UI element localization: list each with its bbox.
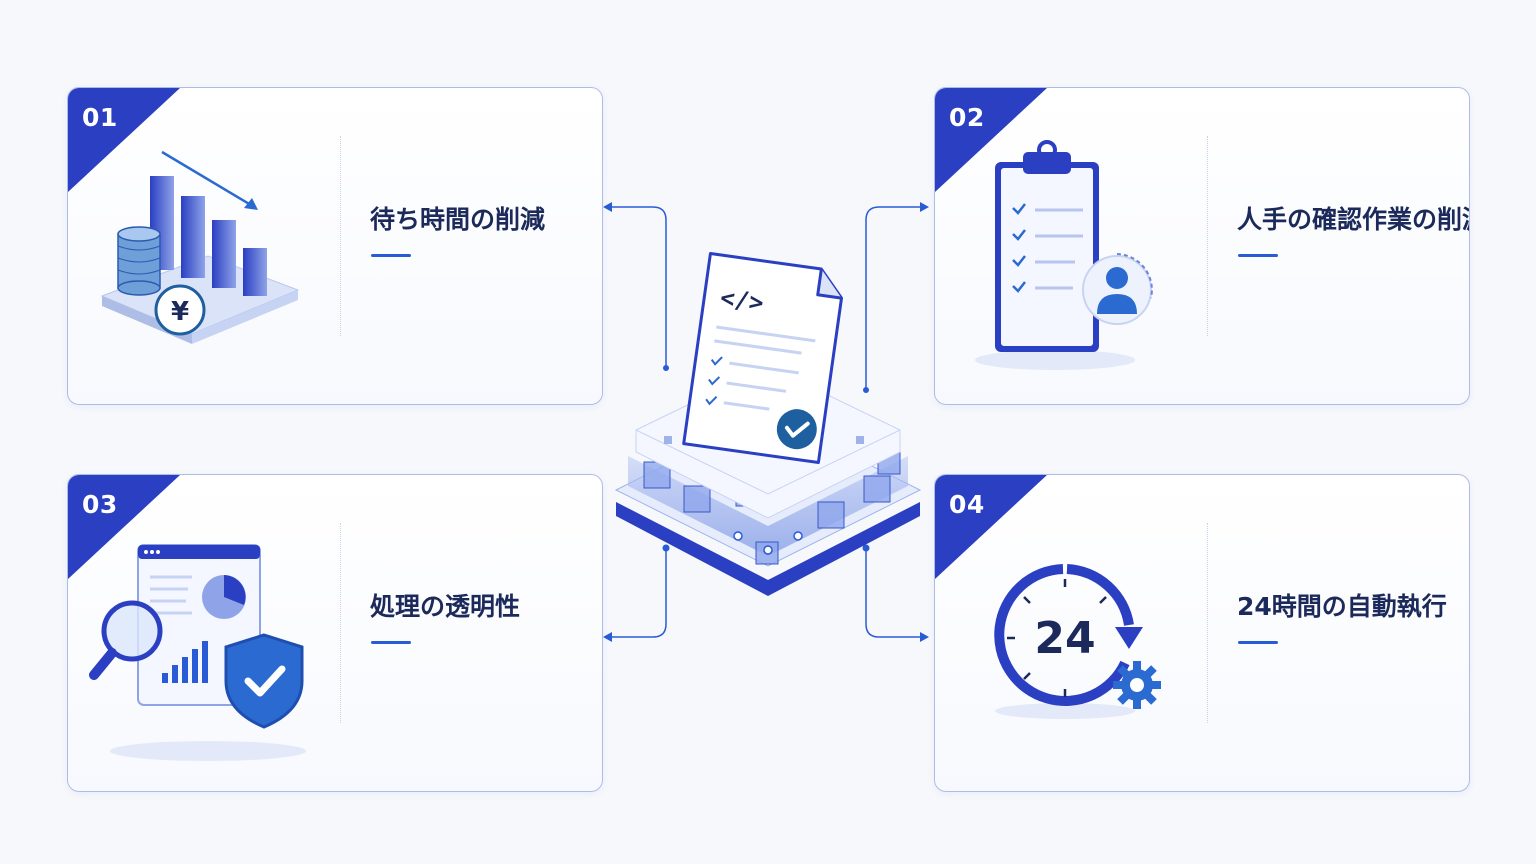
card-title: 人手の確認作業の削減 xyxy=(1237,205,1470,234)
title-underline xyxy=(1238,641,1278,644)
connector-to-card-2 xyxy=(865,206,922,390)
card-number: 04 xyxy=(949,490,985,519)
svg-text:¥: ¥ xyxy=(171,297,189,327)
benefit-card-4: 04 24 24時間の自動執行 xyxy=(934,474,1470,792)
clipboard-checklist-user-icon xyxy=(975,140,1153,370)
number-corner xyxy=(935,475,1047,579)
title-underline xyxy=(371,641,411,644)
magnifier-report-shield-icon xyxy=(89,544,306,761)
card-number: 02 xyxy=(949,103,985,132)
card-number: 03 xyxy=(82,490,118,519)
declining-bars-yen-coins-icon: ¥ xyxy=(100,150,300,344)
title-underline xyxy=(371,254,411,257)
title-underline xyxy=(1238,254,1278,257)
svg-text:</>: </> xyxy=(718,283,765,317)
benefit-card-2: 02 人手の確認作業の削減 xyxy=(934,87,1470,405)
benefit-card-3: 03 処理の透明性 xyxy=(67,474,603,792)
blockchain-platform-icon: </> xyxy=(614,251,922,596)
card-number: 01 xyxy=(82,103,118,132)
number-corner xyxy=(68,88,180,192)
card-title: 処理の透明性 xyxy=(370,592,521,621)
card-title: 24時間の自動執行 xyxy=(1237,592,1447,621)
connector-to-card-3 xyxy=(610,548,667,638)
24-hour-clock-gear-icon: 24 xyxy=(994,564,1161,719)
connector-to-card-4 xyxy=(865,548,922,638)
card-title: 待ち時間の削減 xyxy=(370,205,546,234)
benefit-card-1: 01 ¥ 待ち時間の削減 xyxy=(67,87,603,405)
connector-to-card-1 xyxy=(610,206,667,368)
svg-text:24: 24 xyxy=(1034,613,1095,664)
